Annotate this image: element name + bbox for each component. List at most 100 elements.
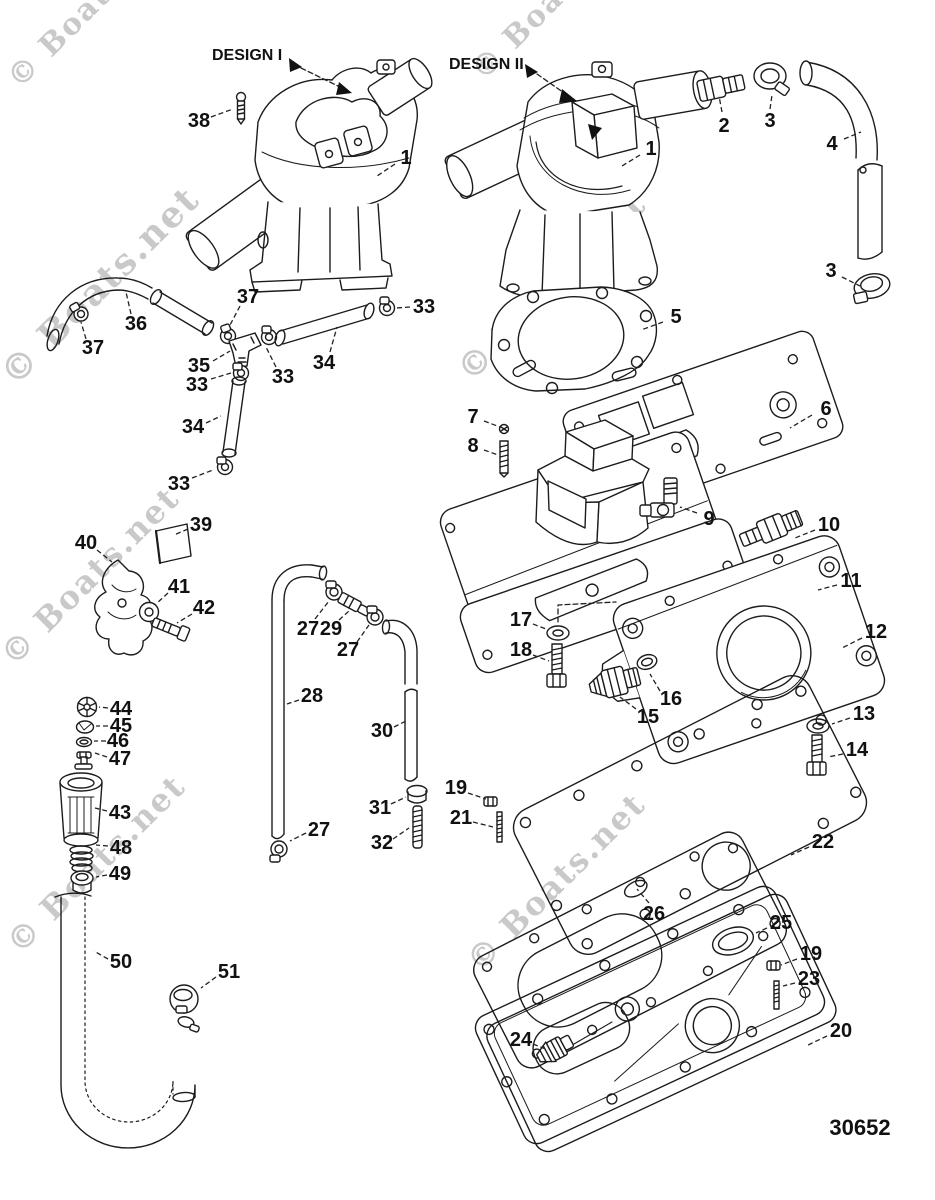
leader-line-16 [649,673,661,692]
part-label-1: 1 [400,147,411,169]
leader-line-27 [356,624,370,643]
hose-clamp-27b-drawing [269,840,288,863]
bracket-40-drawing [94,559,153,656]
hole-26-drawing [623,879,648,898]
sticker-39-drawing [154,523,192,565]
exhaust-plate-20-drawing [474,885,837,1153]
leader-line-48 [95,844,109,847]
leader-line-33 [265,346,277,368]
leader-line-43 [94,807,108,812]
part-label-48: 48 [110,837,132,859]
hose-36-drawing [46,277,215,352]
leader-line-12 [841,637,863,649]
leader-line-27 [314,600,330,620]
part-label-41: 41 [168,576,190,598]
leader-line-9 [679,506,698,514]
leader-line-31 [390,796,407,805]
hose-clamp-33b-drawing [378,296,396,317]
leader-line-2 [718,95,723,113]
part-label-14: 14 [846,739,869,761]
hose-28-drawing [271,564,328,840]
hose-clamp-27a-drawing [325,580,343,601]
leader-line-47 [94,752,108,758]
part-label-22: 22 [812,831,834,853]
leader-line-23 [782,982,796,987]
leader-line-33 [191,469,214,479]
part-label-3: 3 [764,110,775,132]
part-label-4: 4 [826,133,838,155]
part-label-47: 47 [109,748,131,770]
design-1-arrow [289,58,352,95]
hose-50-drawing [54,892,196,1149]
leader-line-4 [843,131,862,140]
diagram-number: 30652 [829,1115,890,1140]
part-label-27: 27 [337,639,359,661]
muffler-design-1-drawing [185,57,433,293]
part-label-37: 37 [237,286,259,308]
hose-clamp-27c-drawing [366,605,384,626]
part-label-23: 23 [798,968,820,990]
part-label-50: 50 [110,951,132,973]
screw-42-drawing [151,617,191,642]
leader-line-11 [817,584,838,591]
bolt-14-drawing [806,734,827,776]
leader-line-50 [93,950,109,960]
fitting-49-drawing [70,870,94,894]
leader-line-1 [376,163,396,177]
part-label-33: 33 [413,296,435,318]
part-label-19: 19 [800,943,822,965]
leader-line-37 [80,321,87,340]
part-label-2: 2 [718,115,729,137]
nut-19a-drawing [483,796,498,807]
leader-line-20 [805,1035,828,1047]
leader-line-17 [532,623,547,630]
part-label-38: 38 [188,110,210,132]
muffler-design-2-drawing [444,61,713,309]
screw-38-drawing [235,91,247,125]
leader-line-30 [393,719,409,728]
leader-line-44 [98,706,109,709]
part-label-34: 34 [313,352,336,374]
o-ring-25-drawing [711,926,755,956]
hose-34a-drawing [274,302,375,347]
part-label-51: 51 [218,961,240,983]
manifold-base-drawing [439,419,748,674]
part-label-35: 35 [188,355,210,377]
part-label-31: 31 [369,797,391,819]
part-label-25: 25 [770,912,792,934]
leader-line-29 [338,610,350,621]
leader-line-35 [212,350,231,362]
washer-17-drawing [546,625,570,641]
leader-line-37 [228,305,241,328]
part-label-3: 3 [825,260,836,282]
part-label-37: 37 [82,337,104,359]
washer-13-drawing [806,718,830,734]
leader-line-51 [200,976,217,989]
leader-line-32 [392,827,410,840]
fitting-24-drawing [535,1021,613,1063]
part-label-32: 32 [371,832,393,854]
fitting-15-drawing [588,665,642,699]
y-fitting-35-drawing [228,332,262,368]
leader-line-39 [173,528,189,536]
hose-clamp-3-top-drawing [753,62,790,97]
leader-line-24 [532,1043,549,1051]
cap-51-drawing [169,984,200,1033]
bolt-18-drawing [546,643,567,688]
part-label-39: 39 [190,514,212,536]
divider-plate-drawing [473,831,787,1069]
nut-19b-drawing [766,960,781,971]
hose-34b-drawing [221,376,247,458]
leader-line-19 [467,792,487,800]
part-label-17: 17 [510,609,532,631]
part-label-26: 26 [643,903,665,925]
hose-clamp-33d-drawing [216,456,234,476]
leader-line-7 [483,420,501,428]
leader-line-3 [769,94,773,110]
part-label-8: 8 [467,435,478,457]
part-label-36: 36 [125,313,147,335]
design-1-label: DESIGN I [212,47,282,64]
design-2-label: DESIGN II [449,56,524,73]
leader-line-36 [125,291,132,315]
